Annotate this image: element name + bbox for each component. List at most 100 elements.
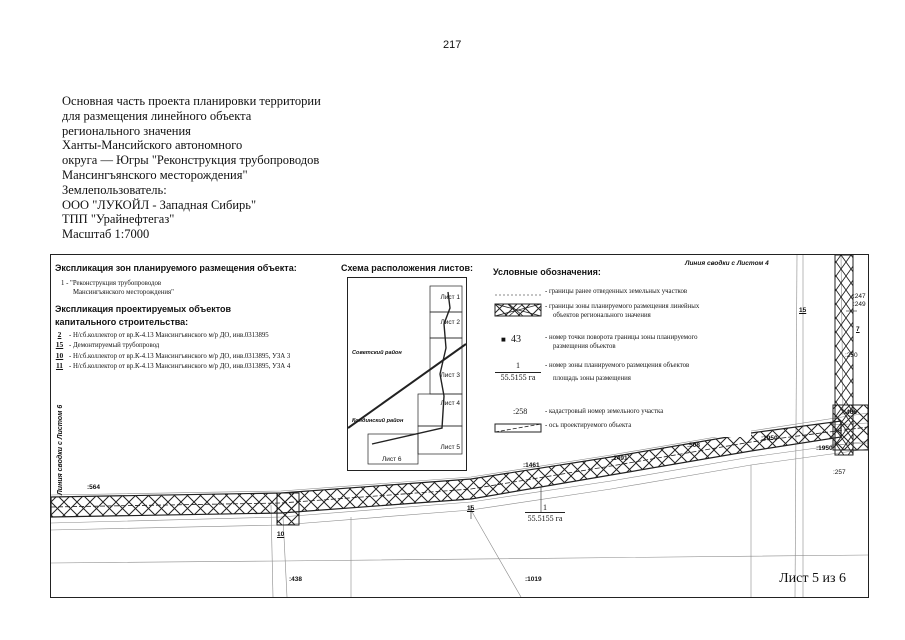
title-line: Ханты-Мансийского автономного bbox=[62, 138, 243, 153]
legend-text: - границы ранее отведенных земельных уча… bbox=[545, 288, 688, 295]
cadastral-number: :466 bbox=[844, 409, 858, 416]
object-number: 15 bbox=[467, 505, 475, 512]
legend-text: площадь зоны размещения bbox=[553, 375, 631, 383]
scheme-sheet-2: Лист 2 bbox=[440, 319, 460, 326]
cadastral-number: :1461 bbox=[523, 462, 540, 469]
cadastral-number: :1019 bbox=[525, 576, 542, 583]
title-line: Масштаб 1:7000 bbox=[62, 227, 150, 242]
cadastral-number: :1950 bbox=[816, 445, 833, 452]
object-row: 10 - Н/сб.коллектор от вр.К-4.13 Мансингъ… bbox=[55, 351, 339, 361]
cadastral-number: :438 bbox=[289, 576, 303, 583]
cadastral-number: :249 bbox=[853, 301, 866, 308]
turn-point-number: 43 bbox=[511, 334, 521, 345]
scheme-sheet-4: Лист 4 bbox=[440, 400, 460, 407]
title-line: ТПП "Урайнефтегаз" bbox=[62, 212, 175, 227]
objects-list: 2 - Н/сб.коллектор от вр.К-4.13 Мансингъя… bbox=[55, 330, 339, 372]
scheme-sheet-1: Лист 1 bbox=[440, 294, 460, 301]
object-text: - Н/сб.коллектор от вр.К-4.13 Мансингъян… bbox=[69, 331, 269, 339]
cadastral-sample: :258 bbox=[513, 407, 528, 416]
legend-item: - границы зоны планируемого размещения л… bbox=[493, 302, 699, 321]
objects-title: капитального строительства: bbox=[55, 316, 189, 327]
title-line: регионального значения bbox=[62, 123, 191, 138]
cadastral-number: :250 bbox=[845, 352, 858, 359]
scheme-sheet-5: Лист 5 bbox=[440, 444, 460, 451]
zone-area: 55.5155 га bbox=[527, 514, 563, 523]
turn-point-symbol: ■ 43 bbox=[501, 334, 521, 345]
scheme-panel: Схема расположения листов: Лист 1 Лист 2… bbox=[337, 263, 477, 471]
zones-item: Мансингъянского месторождения" bbox=[73, 289, 174, 297]
scheme-drawing bbox=[348, 285, 466, 465]
legend-text: - номер точки поворота границы зоны план… bbox=[545, 334, 698, 341]
title-line: округа — Югры "Реконструкция трубопровод… bbox=[62, 153, 320, 168]
match-line-label: Линия сводки с Листом 4 bbox=[685, 260, 769, 267]
title-line: ООО "ЛУКОЙЛ - Западная Сибирь" bbox=[62, 197, 257, 212]
object-number: 2 bbox=[57, 329, 62, 339]
object-row: 2 - Н/сб.коллектор от вр.К-4.13 Мансингъя… bbox=[55, 330, 339, 340]
object-text: - Н/сб.коллектор от вр.К-4.13 Мансингъян… bbox=[69, 352, 291, 360]
legend-item: 1 55.5155 га - номер зоны планируемого р… bbox=[493, 361, 689, 391]
title-line: Мансингъянского месторождения" bbox=[62, 167, 248, 182]
zone-block bbox=[276, 492, 300, 526]
legend-item: - границы ранее отведенных земельных уча… bbox=[493, 287, 687, 301]
cadastral-symbol: :258 bbox=[493, 407, 545, 421]
cadastral-number: :257 bbox=[833, 469, 846, 476]
zone-boundary-symbol bbox=[493, 302, 545, 317]
document-title: Основная часть проекта планировки террит… bbox=[62, 94, 321, 242]
page-number: 217 bbox=[443, 39, 462, 51]
sheet-label: Лист 5 из 6 bbox=[779, 571, 846, 586]
district-label: Кондинский район bbox=[352, 418, 404, 424]
object-number: 10 bbox=[277, 531, 285, 538]
legend-item: - ось проектируемого объекта bbox=[493, 421, 631, 435]
object-number: 15 bbox=[55, 340, 64, 350]
legend-text-group: - границы зоны планируемого размещения л… bbox=[545, 302, 699, 321]
object-number: 7 bbox=[856, 326, 860, 333]
title-line: Землепользователь: bbox=[62, 182, 167, 197]
zone-area: 55.5155 га bbox=[500, 373, 536, 382]
map-drawing bbox=[51, 255, 868, 597]
cadastral-number: :1950 bbox=[761, 435, 778, 442]
zone-label: 1 55.5155 га bbox=[525, 503, 565, 523]
object-number: 11 bbox=[55, 361, 64, 371]
map-frame: Экспликация зон планируемого размещения … bbox=[50, 254, 869, 598]
zone-number-symbol: 1 55.5155 га bbox=[493, 361, 545, 391]
zones-item: 1 - "Реконструкция трубопроводов bbox=[61, 280, 162, 287]
object-row: 15 - Демонтируемый трубопровод bbox=[55, 340, 339, 350]
object-number: 15 bbox=[799, 307, 807, 314]
parcel-boundary-symbol bbox=[493, 287, 545, 301]
legend-item: ■ 43 - номер точки поворота границы зоны… bbox=[493, 333, 698, 352]
scheme-box: Лист 1 Лист 2 Лист 3 Лист 4 Лист 5 Лист … bbox=[347, 277, 467, 471]
cadastral-number: :508 bbox=[687, 442, 701, 449]
object-axis bbox=[51, 426, 868, 508]
objects-title: Экспликация проектируемых объектов bbox=[55, 303, 232, 314]
cadastral-number: :247 bbox=[853, 293, 866, 300]
cadastral-number: :564 bbox=[87, 484, 101, 491]
zones-title: Экспликация зон планируемого размещения … bbox=[55, 263, 297, 273]
zone-number: 1 bbox=[543, 503, 547, 512]
legend-text: размещения объектов bbox=[553, 343, 616, 351]
legend-panel: Условные обозначения: - границы ранее от… bbox=[493, 267, 751, 437]
object-text: - Н/сб.коллектор от вр.К-4.13 Мансингъян… bbox=[69, 363, 291, 371]
legend-text: - кадастровый номер земельного участка bbox=[545, 408, 664, 415]
district-label: Советский район bbox=[352, 350, 402, 356]
title-line: для размещения линейного объекта bbox=[62, 108, 252, 123]
legend-text-group: - номер зоны планируемого размещения объ… bbox=[545, 361, 689, 384]
scheme-sheet-6: Лист 6 bbox=[382, 456, 402, 463]
legend-text-group: - номер точки поворота границы зоны план… bbox=[545, 333, 698, 352]
explication-panel: Экспликация зон планируемого размещения … bbox=[55, 263, 339, 393]
title-line: Основная часть проекта планировки террит… bbox=[62, 94, 321, 108]
legend-text: - номер зоны планируемого размещения объ… bbox=[545, 362, 690, 369]
legend-text: объектов регионального значения bbox=[553, 312, 651, 320]
zone-number: 1 bbox=[516, 361, 520, 370]
legend-item: :258 - кадастровый номер земельного учас… bbox=[493, 407, 663, 421]
axis-symbol bbox=[493, 421, 545, 435]
match-line-label: Линия сводки с Листом 6 bbox=[57, 404, 64, 495]
object-number: 10 bbox=[55, 350, 64, 360]
object-row: 11 - Н/сб.коллектор от вр.К-4.13 Мансингъ… bbox=[55, 361, 339, 371]
legend-text: - границы зоны планируемого размещения л… bbox=[545, 303, 700, 310]
scheme-title: Схема расположения листов: bbox=[341, 263, 473, 273]
scheme-sheet-3: Лист 3 bbox=[440, 372, 460, 379]
legend-title: Условные обозначения: bbox=[493, 267, 601, 277]
legend-text: - ось проектируемого объекта bbox=[545, 422, 632, 429]
object-text: - Демонтируемый трубопровод bbox=[69, 342, 160, 350]
cadastral-number: :1491 bbox=[611, 455, 628, 462]
